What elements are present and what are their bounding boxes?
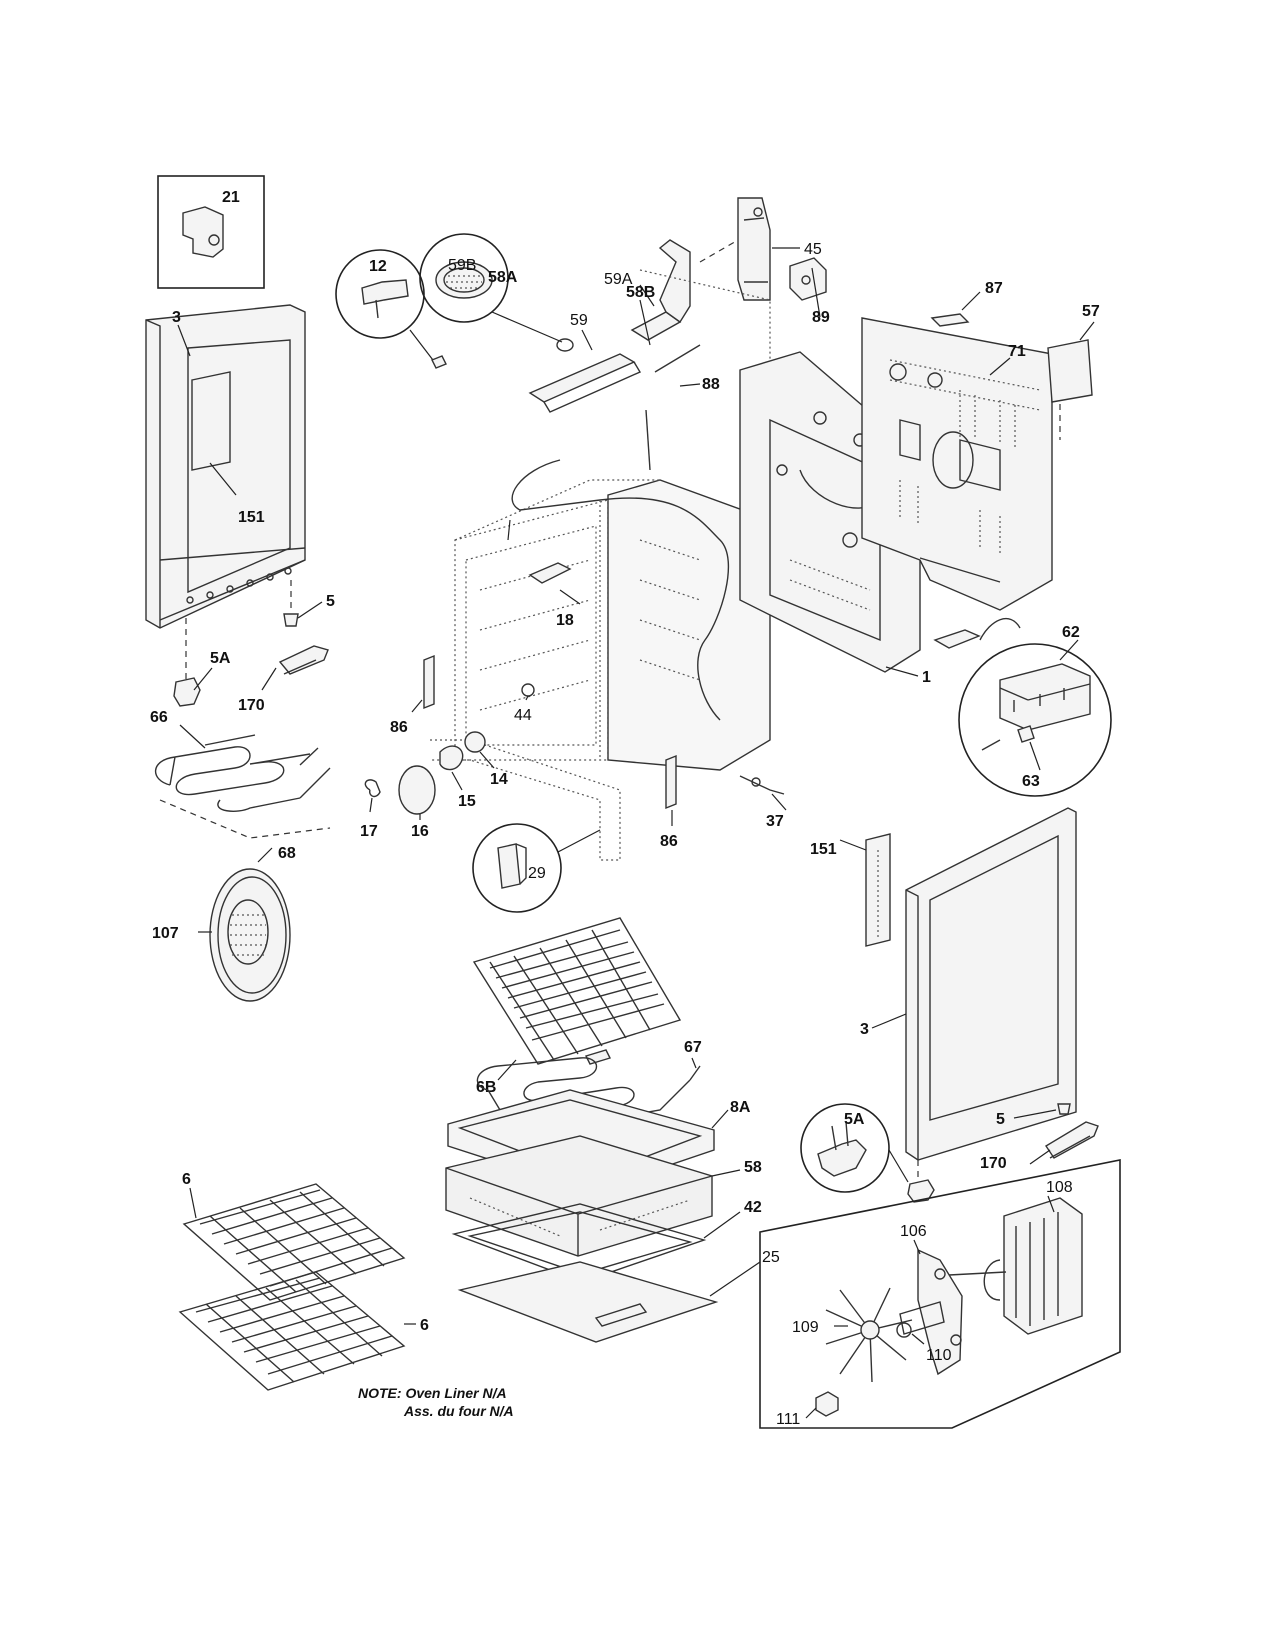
- vent-ducts: 59 59A 45: [528, 197, 822, 413]
- rack-support-right: 86 37: [660, 754, 787, 850]
- label-87: 87: [985, 280, 1003, 297]
- label-151-left: 151: [238, 509, 265, 526]
- label-71: 71: [1008, 343, 1026, 360]
- label-5A-right: 5A: [844, 1111, 865, 1128]
- label-58: 58: [744, 1159, 762, 1176]
- label-12: 12: [369, 258, 387, 275]
- label-59B: 59B: [448, 257, 476, 274]
- broil-element-assembly: 66 68: [150, 709, 331, 863]
- left-oven-door: 3 151: [145, 304, 306, 629]
- label-6-top: 6: [182, 1171, 191, 1188]
- label-8A: 8A: [730, 1099, 751, 1116]
- part-59B-callout: 59B: [419, 233, 574, 352]
- label-86-right: 86: [660, 833, 678, 850]
- label-68: 68: [278, 845, 296, 862]
- convection-fan-inset: 108 106 109 110 111: [759, 1159, 1121, 1429]
- note-line-1: NOTE: Oven Liner N/A: [358, 1385, 507, 1401]
- label-17: 17: [360, 823, 378, 840]
- label-58A: 58A: [488, 269, 518, 286]
- label-151-right: 151: [810, 841, 837, 858]
- label-25: 25: [762, 1249, 780, 1266]
- part-29-callout: 29: [472, 823, 601, 913]
- label-37: 37: [766, 813, 784, 830]
- label-45: 45: [804, 241, 822, 258]
- part-12-callout: 12: [335, 249, 447, 369]
- label-110: 110: [926, 1347, 952, 1364]
- label-3-right: 3: [860, 1021, 869, 1038]
- part-21-inset: 21: [157, 175, 265, 289]
- label-108: 108: [1046, 1179, 1073, 1196]
- label-66: 66: [150, 709, 168, 726]
- label-107: 107: [152, 925, 179, 942]
- oven-rack-6B: 6B: [472, 917, 682, 1096]
- label-29: 29: [528, 865, 546, 882]
- right-oven-door: 151 3: [810, 807, 1077, 1161]
- fan-cover-107: 107: [152, 868, 291, 1002]
- label-62: 62: [1062, 624, 1080, 641]
- label-63: 63: [1022, 773, 1040, 790]
- lamp-and-support-parts: 86 44 14 15 16 17: [360, 654, 532, 840]
- label-67: 67: [684, 1039, 702, 1056]
- right-hinge-parts: 5 170 5A: [800, 1103, 1099, 1203]
- label-109: 109: [792, 1319, 819, 1336]
- label-14: 14: [490, 771, 508, 788]
- label-170-right: 170: [980, 1155, 1007, 1172]
- label-3-left: 3: [172, 309, 181, 326]
- label-111: 111: [776, 1411, 800, 1428]
- label-1: 1: [922, 669, 931, 686]
- label-15: 15: [458, 793, 476, 810]
- label-106: 106: [900, 1223, 927, 1240]
- label-18: 18: [556, 612, 574, 629]
- label-59A: 59A: [604, 271, 633, 288]
- label-44: 44: [514, 707, 532, 724]
- label-5-left: 5: [326, 593, 335, 610]
- left-hinge-parts: 5 5A 170: [173, 580, 335, 714]
- oven-cavity: 58A 58B 88: [430, 269, 771, 861]
- back-cover-71: 87 71 57: [861, 280, 1100, 611]
- part-62-callout: 62 63: [933, 617, 1112, 797]
- label-58B: 58B: [626, 284, 655, 301]
- label-5-right: 5: [996, 1111, 1005, 1128]
- label-88: 88: [702, 376, 720, 393]
- label-89: 89: [812, 309, 830, 326]
- label-57: 57: [1082, 303, 1100, 320]
- label-170-left: 170: [238, 697, 265, 714]
- part-18: 18: [528, 562, 581, 629]
- label-5A-left: 5A: [210, 650, 231, 667]
- label-86-left: 86: [390, 719, 408, 736]
- oven-bottom-stack: 8A 58 42 25: [445, 1089, 780, 1343]
- note-line-2: Ass. du four N/A: [403, 1403, 514, 1419]
- label-6B: 6B: [476, 1079, 496, 1096]
- label-59: 59: [570, 312, 588, 329]
- oven-liner-note: NOTE: Oven Liner N/A Ass. du four N/A: [358, 1385, 514, 1419]
- label-16: 16: [411, 823, 429, 840]
- label-21: 21: [222, 189, 240, 206]
- label-42: 42: [744, 1199, 762, 1216]
- oven-racks-6: 6 6: [178, 1171, 429, 1391]
- label-6-bottom: 6: [420, 1317, 429, 1334]
